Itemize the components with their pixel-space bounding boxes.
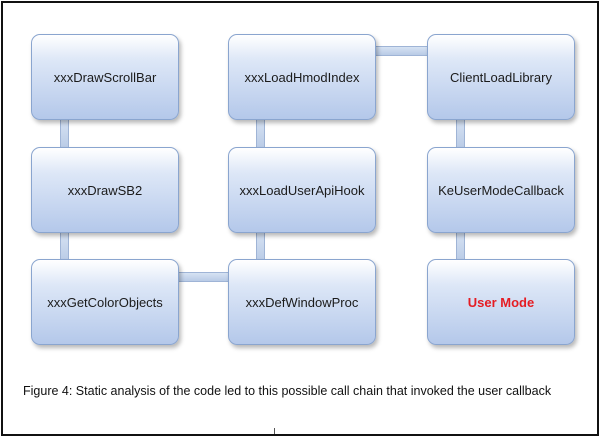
node-xxxdrawscrollbar: xxxDrawScrollBar: [31, 34, 179, 120]
node-keusermodecallback: KeUserModeCallback: [427, 147, 575, 233]
node-label: xxxLoadHmodIndex: [244, 69, 360, 85]
node-clientloadlibrary: ClientLoadLibrary: [427, 34, 575, 120]
node-label: xxxDrawScrollBar: [53, 69, 157, 85]
node-xxxloadhmodindex: xxxLoadHmodIndex: [228, 34, 376, 120]
edge-n7-n8: [176, 272, 234, 282]
page-tick-mark: [274, 428, 275, 434]
node-label: xxxLoadUserApiHook: [239, 182, 365, 198]
node-xxxloaduserapihook: xxxLoadUserApiHook: [228, 147, 376, 233]
edge-n2-n3: [373, 46, 431, 56]
edge-n5-n2: [256, 118, 265, 150]
node-xxxdefwindowproc: xxxDefWindowProc: [228, 259, 376, 345]
node-label: xxxGetColorObjects: [47, 294, 163, 310]
node-xxxdrawsb2: xxxDrawSB2: [31, 147, 179, 233]
node-xxxgetcolorobjects: xxxGetColorObjects: [31, 259, 179, 345]
edge-n1-n4: [60, 118, 69, 150]
edge-n3-n6: [456, 118, 465, 150]
node-label: xxxDrawSB2: [67, 182, 143, 198]
node-label: ClientLoadLibrary: [450, 69, 552, 85]
node-label-highlight: User Mode: [467, 294, 535, 310]
figure-caption: Figure 4: Static analysis of the code le…: [23, 384, 552, 398]
node-label: xxxDefWindowProc: [245, 294, 359, 310]
node-user-mode: User Mode: [427, 259, 575, 345]
node-label: KeUserModeCallback: [438, 182, 564, 198]
